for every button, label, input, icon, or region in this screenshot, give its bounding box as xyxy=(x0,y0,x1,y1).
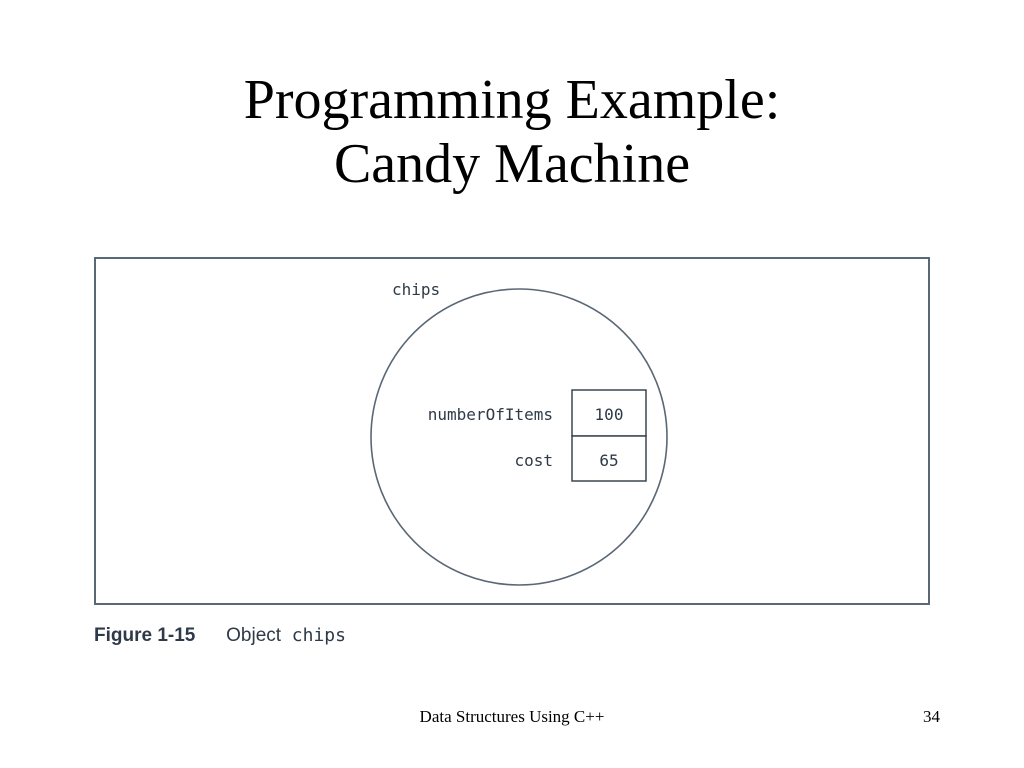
figure-caption-text: Object xyxy=(226,625,282,646)
footer-course-title: Data Structures Using C++ xyxy=(419,707,605,726)
member-value-box-cost xyxy=(571,435,647,482)
member-name-cost: cost xyxy=(514,451,553,470)
member-name-numberofitems: numberOfItems xyxy=(428,405,553,424)
slide-title-line-1: Programming Example: xyxy=(243,69,781,131)
figure-caption-code: chips xyxy=(291,625,346,646)
slide-title: Programming Example: Candy Machine xyxy=(0,68,1024,196)
figure-caption: Figure 1-15 Object chips xyxy=(94,622,346,650)
object-circle xyxy=(370,288,668,586)
object-name-label: chips xyxy=(392,280,440,299)
member-value-cost: 65 xyxy=(599,451,618,470)
figure-frame xyxy=(94,257,930,605)
member-value-numberofitems: 100 xyxy=(595,405,624,424)
slide-title-line-2: Candy Machine xyxy=(333,133,691,195)
footer-page-number: 34 xyxy=(923,707,940,726)
figure-caption-label: Figure 1-15 xyxy=(94,625,196,646)
member-value-box-numberofitems xyxy=(571,389,647,437)
